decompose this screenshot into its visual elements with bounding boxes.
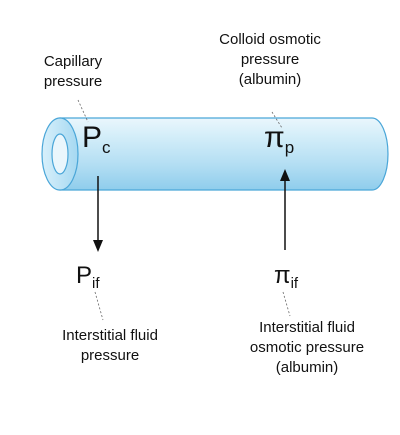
colloid-osmotic-pressure-label: Colloid osmotic pressure (albumin) (219, 31, 321, 88)
interstitial-fluid-pressure-symbol: Pif (76, 262, 100, 292)
capillary-tube (59, 117, 389, 191)
interstitial-osmotic-pressure-symbol: πif (274, 262, 299, 292)
filtration-arrow (93, 176, 103, 252)
interstitial-fluid-pressure-label: Interstitial fluid pressure (62, 327, 158, 364)
capillary-pressure-label: Capillary pressure (43, 53, 103, 90)
leader-line-pi-if (282, 291, 291, 317)
colloid-osmotic-pressure-symbol: πp (264, 121, 295, 158)
capillary-opening-inner (51, 133, 69, 175)
capillary-pressure-symbol: Pc (82, 121, 111, 158)
leader-line-pi-p (271, 111, 283, 129)
absorption-arrow (280, 169, 290, 250)
leader-line-pc (77, 99, 89, 123)
leader-line-pif (94, 291, 104, 321)
interstitial-osmotic-pressure-label: Interstitial fluid osmotic pressure (alb… (249, 319, 365, 376)
